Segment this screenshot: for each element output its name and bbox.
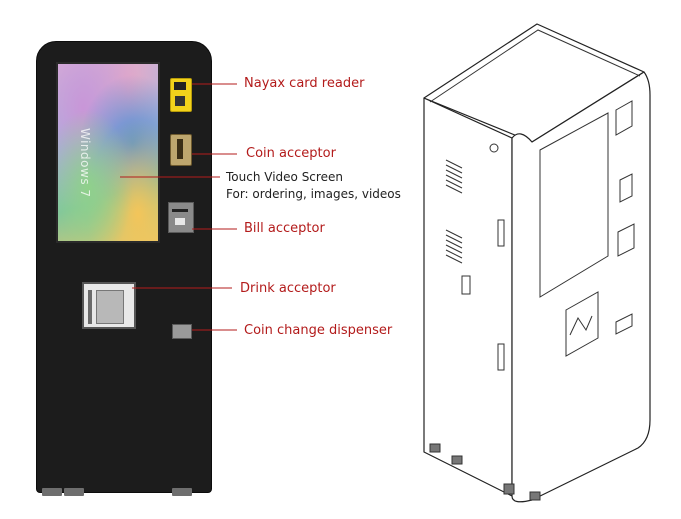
iso-side-handle-upper [497,219,505,247]
bill-acceptor-badge [175,218,185,225]
card-reader-keypad [175,96,185,106]
touch-video-screen [56,62,160,243]
iso-vents-upper [445,159,463,194]
iso-side-handle-lower [497,343,505,371]
label-card-reader: Nayax card reader [244,76,365,91]
coin-acceptor [170,134,192,166]
iso-side-port [461,275,471,295]
label-bill-acceptor: Bill acceptor [244,221,325,236]
label-coin-change: Coin change dispenser [244,323,393,338]
iso-side-lock [489,143,499,153]
label-drink-acceptor: Drink acceptor [240,281,336,296]
coin-slot [177,139,183,159]
iso-card-reader [615,100,633,136]
machine-foot-left [42,488,62,496]
isometric-machine [423,23,651,503]
iso-coin-acceptor [619,173,633,203]
iso-side-face [423,97,513,497]
label-touch-screen-usage: For: ordering, images, videos [226,187,401,201]
iso-bill-acceptor [617,223,635,257]
nayax-card-reader [170,78,192,112]
card-reader-slot [174,82,186,90]
machine-foot-right [172,488,192,496]
bill-acceptor [168,202,194,233]
iso-front-face [511,71,651,503]
drink-acceptor [82,282,136,329]
label-coin-acceptor: Coin acceptor [246,146,336,161]
iso-details [429,29,641,371]
iso-top-trim [429,29,641,103]
label-touch-screen: Touch Video Screen [226,170,343,184]
iso-screen [539,112,609,298]
iso-vents-lower [445,229,463,264]
coin-change-dispenser [172,324,192,339]
machine-foot-left-2 [64,488,84,496]
drink-acceptor-ridge [88,290,92,324]
iso-drink-acceptor [565,291,599,357]
iso-feet [429,443,541,501]
leader-lines [120,83,237,331]
iso-coin-change [615,313,633,335]
bill-slot [172,209,188,212]
iso-drink-cup-outline [569,315,593,336]
drink-acceptor-opening [96,290,124,324]
